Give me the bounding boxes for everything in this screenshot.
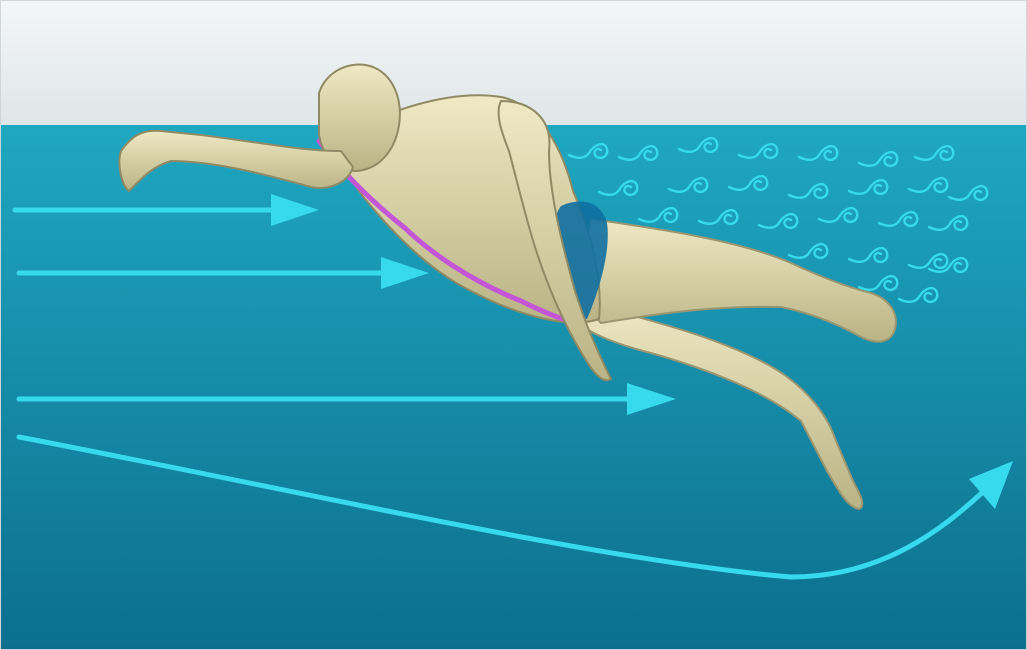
diagram-canvas xyxy=(1,1,1026,649)
swimmer-drag-diagram xyxy=(0,0,1027,650)
